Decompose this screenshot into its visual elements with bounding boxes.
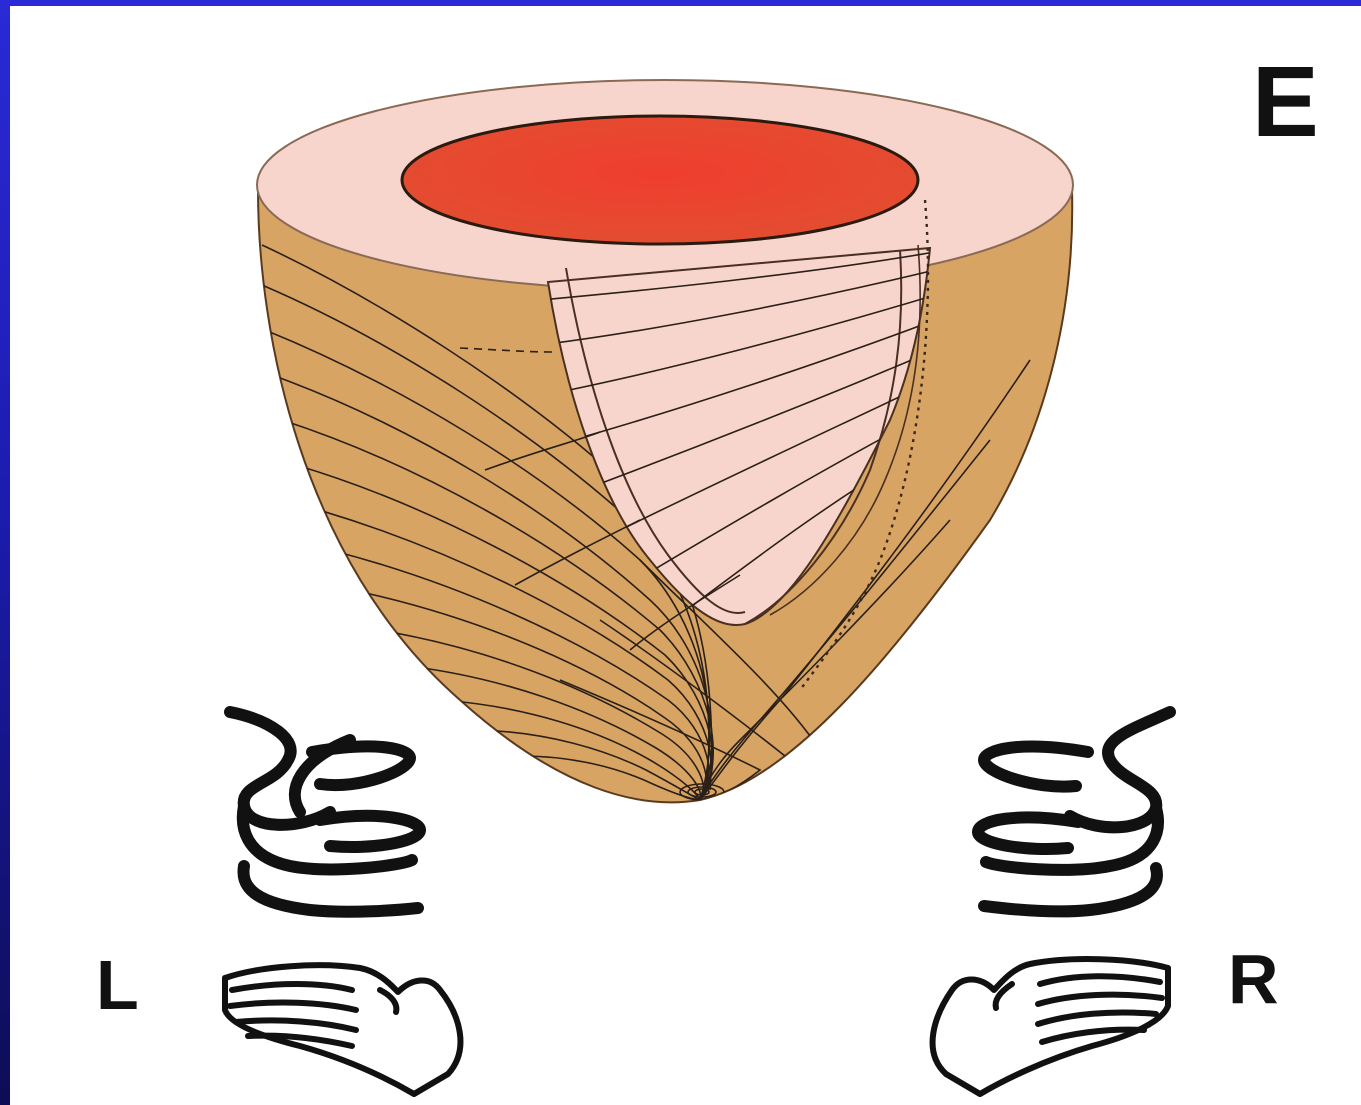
right-label: R	[1228, 944, 1279, 1014]
panel-label: E	[1252, 52, 1319, 152]
left-label: L	[96, 950, 139, 1020]
ventricle-cavity	[402, 116, 918, 244]
